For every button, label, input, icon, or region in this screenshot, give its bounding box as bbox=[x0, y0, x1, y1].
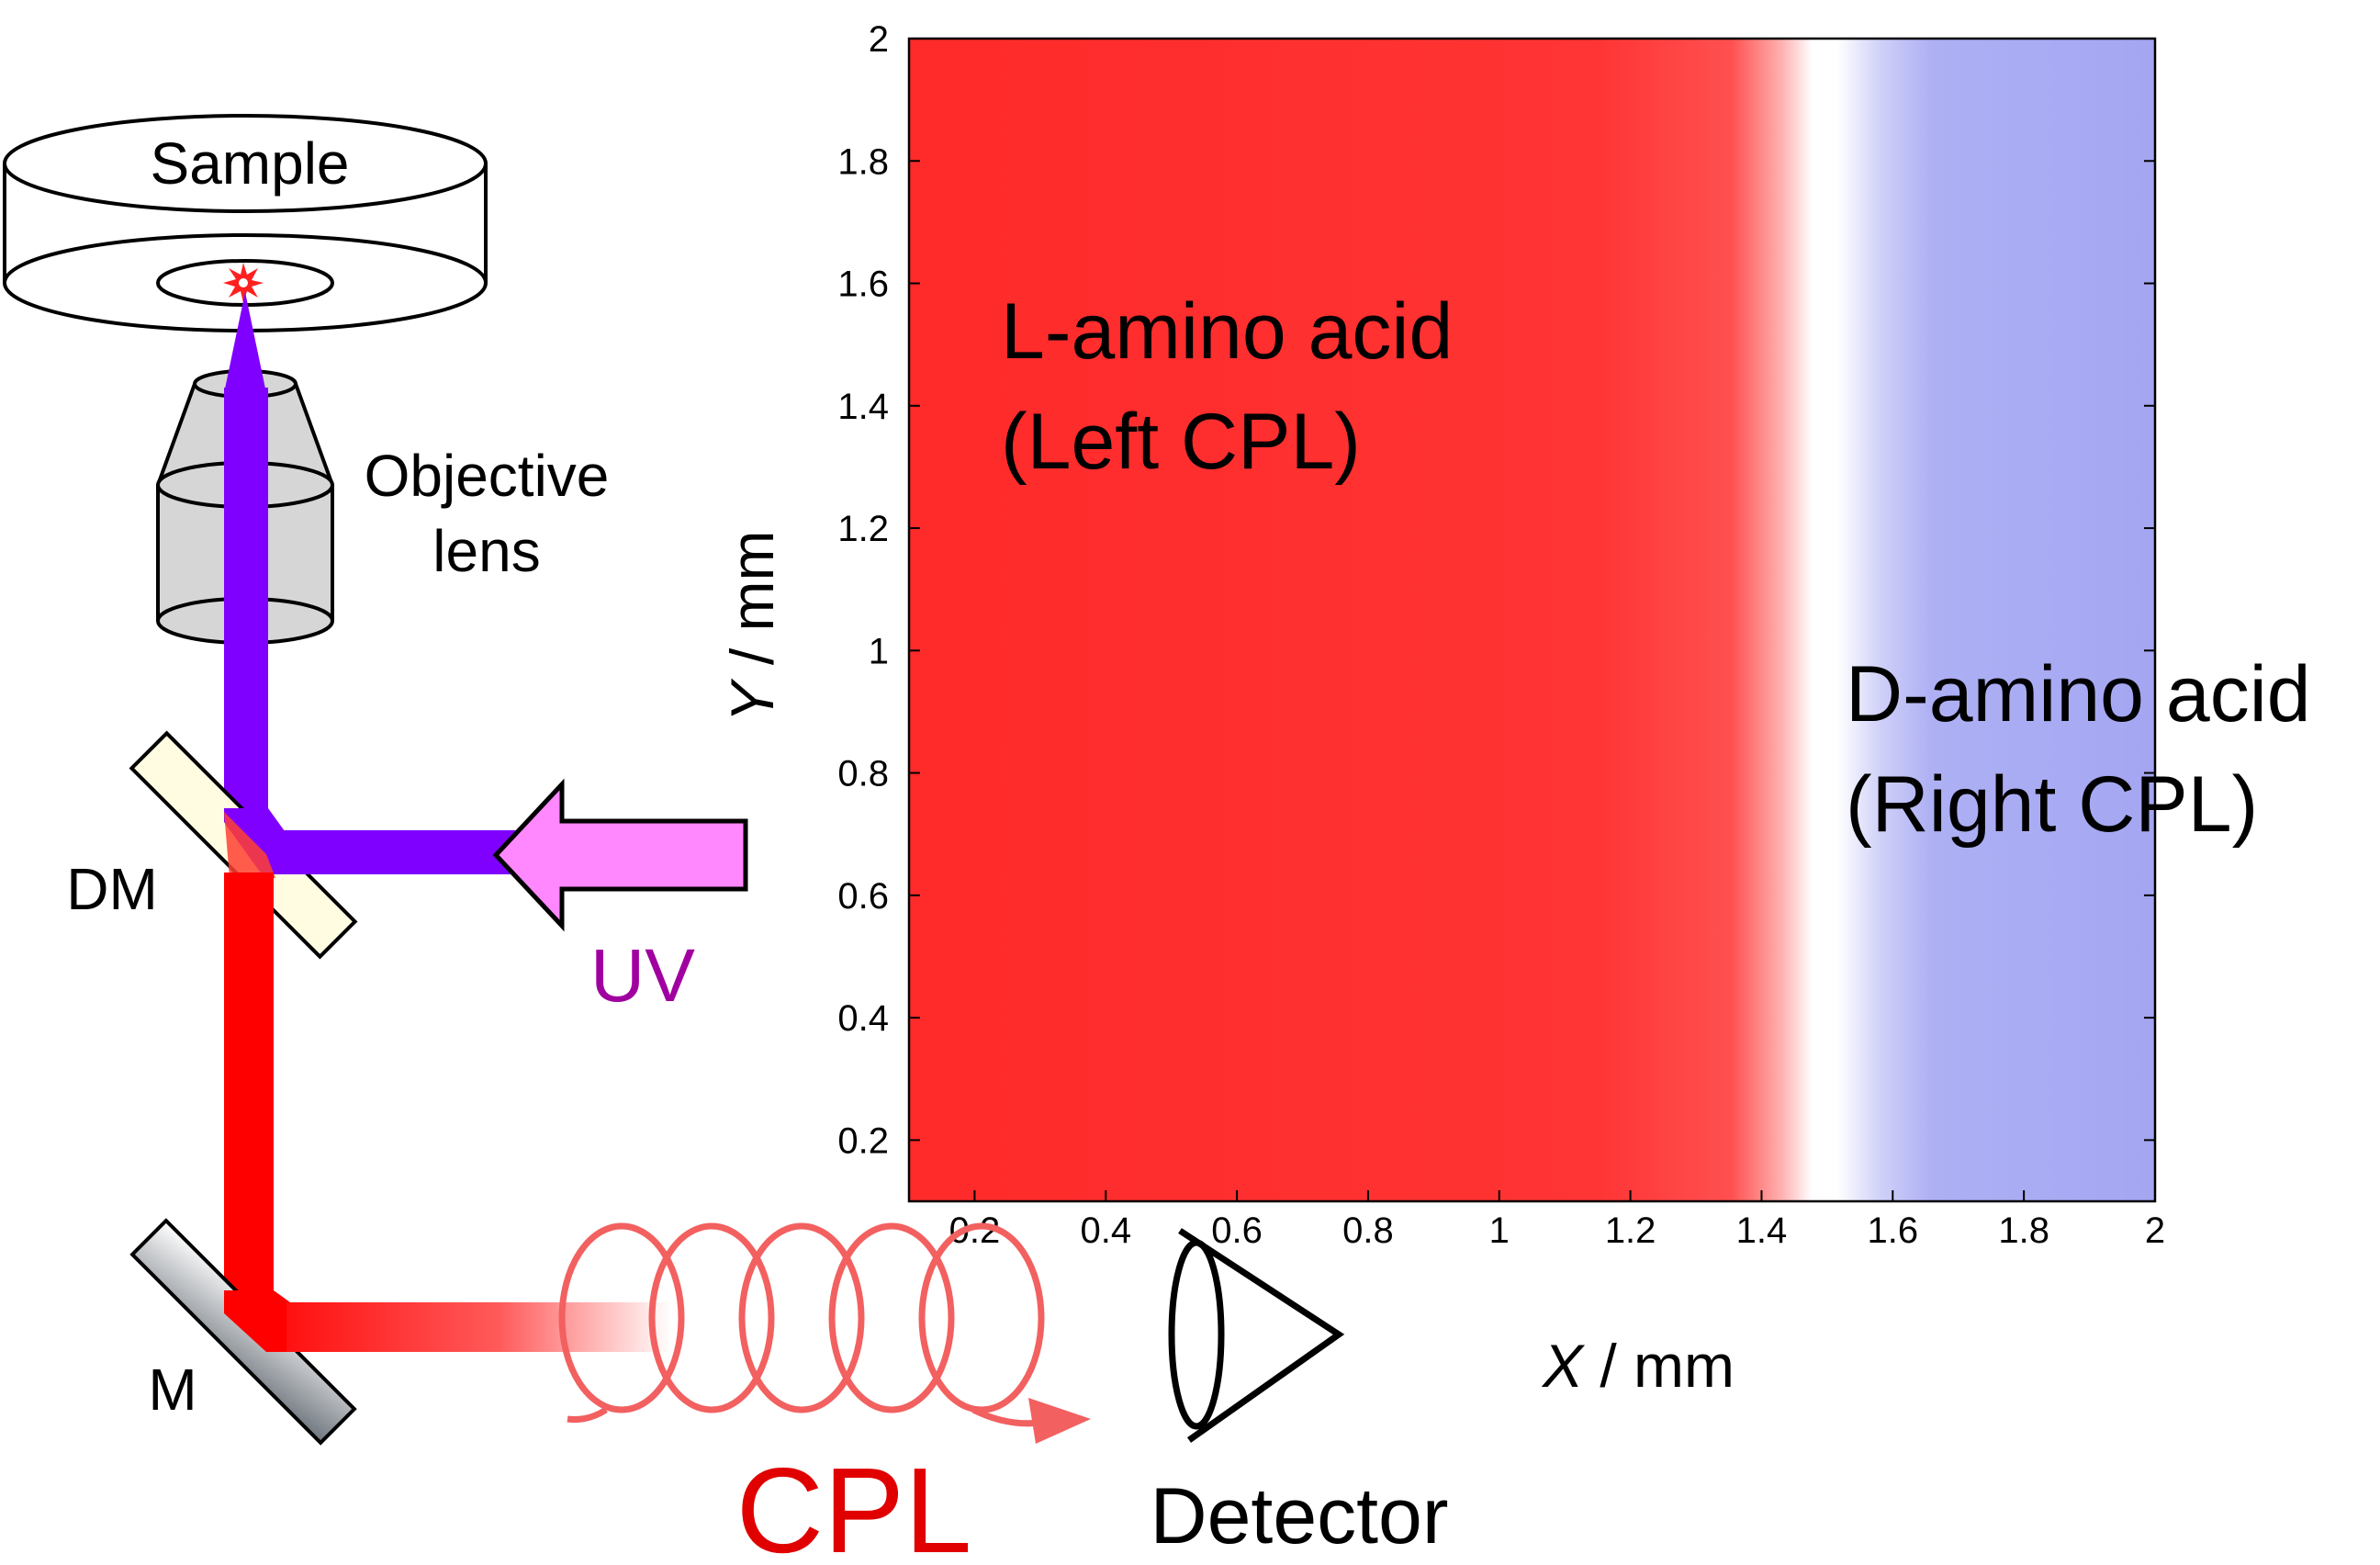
cpl-arrowhead-icon bbox=[1028, 1398, 1091, 1444]
dm-label: DM bbox=[66, 856, 158, 922]
focal-spot-icon bbox=[223, 263, 264, 303]
x-tick-label: 1 bbox=[1489, 1210, 1510, 1251]
x-tick-label: 1.4 bbox=[1736, 1210, 1788, 1251]
m-label: M bbox=[148, 1357, 196, 1423]
uv-beam-horizontal bbox=[268, 830, 516, 874]
uv-focus-cone bbox=[224, 292, 266, 393]
cpl-beam-turn bbox=[224, 1290, 290, 1352]
x-axis-label: X / mm bbox=[1541, 1332, 1734, 1400]
x-tick-label: 0.8 bbox=[1342, 1210, 1394, 1251]
x-tick-label: 1.2 bbox=[1605, 1210, 1656, 1251]
x-tick-label: 1.6 bbox=[1868, 1210, 1919, 1251]
y-tick-label: 1.4 bbox=[837, 387, 889, 427]
objective-label-line2: lens bbox=[432, 518, 540, 584]
left-cpl-label: (Left CPL) bbox=[1001, 398, 1361, 486]
sample-label: Sample bbox=[151, 130, 350, 197]
right-cpl-label: (Right CPL) bbox=[1846, 760, 2258, 849]
cpl-helix bbox=[558, 1222, 1048, 1427]
objective-label-line1: Objective bbox=[365, 443, 610, 509]
cpl-beam-vertical bbox=[224, 873, 274, 1295]
heatmap-plot: 0.2 0.4 0.6 0.8 1 1.2 1.4 1.6 1.8 2 0.2 0.4 0.6 0.8 1… bbox=[718, 19, 2311, 1400]
cpl-beam-horizontal bbox=[286, 1302, 672, 1352]
cpl-label: CPL bbox=[736, 1443, 972, 1565]
cpl-beam-overlap bbox=[224, 812, 275, 878]
sample-dish bbox=[3, 114, 488, 332]
x-tick-label: 1.8 bbox=[1998, 1210, 2049, 1251]
x-tick-label: 2 bbox=[2145, 1210, 2165, 1251]
x-tick-label: 0.4 bbox=[1080, 1210, 1131, 1251]
y-tick-label: 1.6 bbox=[837, 265, 889, 305]
y-tick-label: 2 bbox=[869, 19, 889, 60]
y-tick-labels: 0.2 0.4 0.6 0.8 1 1.2 1.4 1.6 1.8 2 bbox=[837, 19, 2155, 1161]
y-tick-label: 0.4 bbox=[837, 998, 889, 1039]
x-tick-label: 0.6 bbox=[1211, 1210, 1263, 1251]
plot-frame bbox=[907, 37, 2157, 1203]
y-tick-label: 1 bbox=[869, 631, 889, 671]
l-amino-acid-label: L-amino acid bbox=[1001, 287, 1453, 376]
detector-label: Detector bbox=[1150, 1472, 1448, 1560]
y-tick-label: 0.8 bbox=[837, 754, 889, 794]
optical-setup: Sample Objective lens UV DM bbox=[3, 114, 1449, 1565]
y-tick-label: 1.2 bbox=[837, 509, 889, 549]
y-tick-label: 1.8 bbox=[837, 141, 889, 182]
heatmap-field bbox=[909, 39, 2155, 1201]
d-amino-acid-label: D-amino acid bbox=[1846, 650, 2311, 738]
y-tick-label: 0.2 bbox=[837, 1120, 889, 1161]
uv-arrow-icon bbox=[492, 778, 748, 932]
y-axis-label: Y / mm bbox=[718, 531, 786, 723]
detector-eye-icon bbox=[1168, 1228, 1345, 1443]
uv-label: UV bbox=[590, 934, 695, 1018]
uv-beam-vertical bbox=[224, 388, 268, 817]
y-tick-label: 0.6 bbox=[837, 876, 889, 917]
